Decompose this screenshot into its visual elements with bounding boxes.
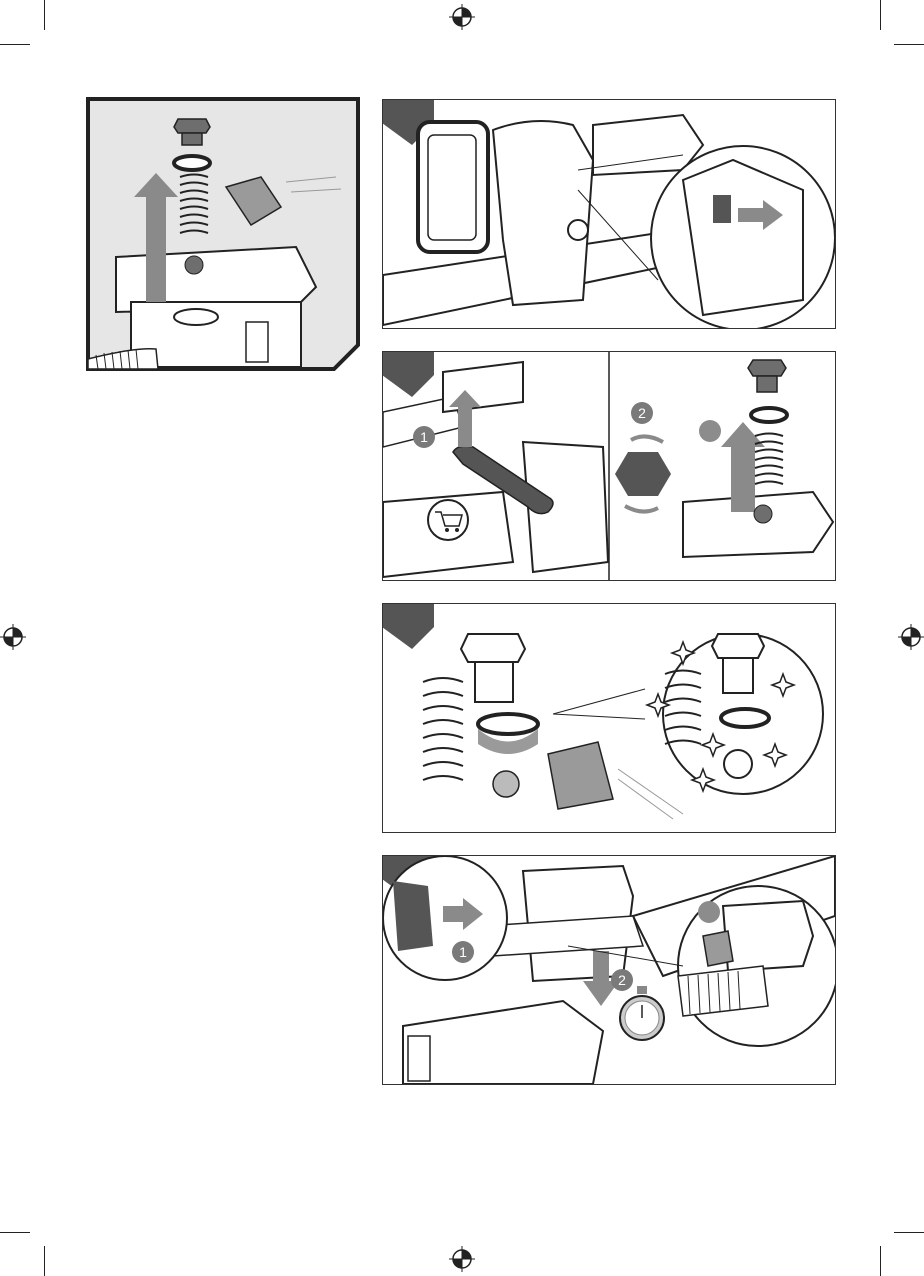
step-number-badge: 1	[413, 426, 435, 448]
crop-mark-bottom-right-h	[894, 1232, 924, 1233]
crop-mark-top-left-v	[44, 0, 45, 30]
crop-mark-bottom-left-h	[0, 1232, 30, 1233]
step-number-badge: 2	[631, 402, 653, 424]
step-number-badge	[698, 901, 720, 923]
step-3-illustration	[383, 604, 835, 832]
step-2-panel: 1 2	[382, 351, 836, 581]
crop-mark-top-right-h	[894, 44, 924, 45]
registration-mark-icon	[898, 624, 924, 650]
crop-mark-top-right-v	[880, 0, 881, 30]
shopping-cart-icon	[431, 503, 465, 537]
registration-mark-icon	[0, 624, 26, 650]
crop-mark-bottom-right-v	[880, 1246, 881, 1276]
step-number-badge	[699, 420, 721, 442]
step-number-badge: 1	[452, 941, 474, 963]
step-3-panel	[382, 603, 836, 833]
registration-mark-icon	[449, 4, 475, 30]
crop-mark-top-left-h	[0, 44, 30, 45]
step-number-badge: 2	[611, 969, 633, 991]
step-1-panel	[382, 99, 836, 329]
registration-mark-icon	[449, 1246, 475, 1272]
step-4-illustration	[383, 856, 835, 1084]
crop-mark-bottom-left-v	[44, 1246, 45, 1276]
step-2-illustration	[383, 352, 835, 580]
step-1-illustration	[383, 100, 835, 328]
stopwatch-icon	[620, 986, 664, 1040]
step-4-panel: 1 2	[382, 855, 836, 1085]
overview-illustration	[86, 97, 362, 373]
